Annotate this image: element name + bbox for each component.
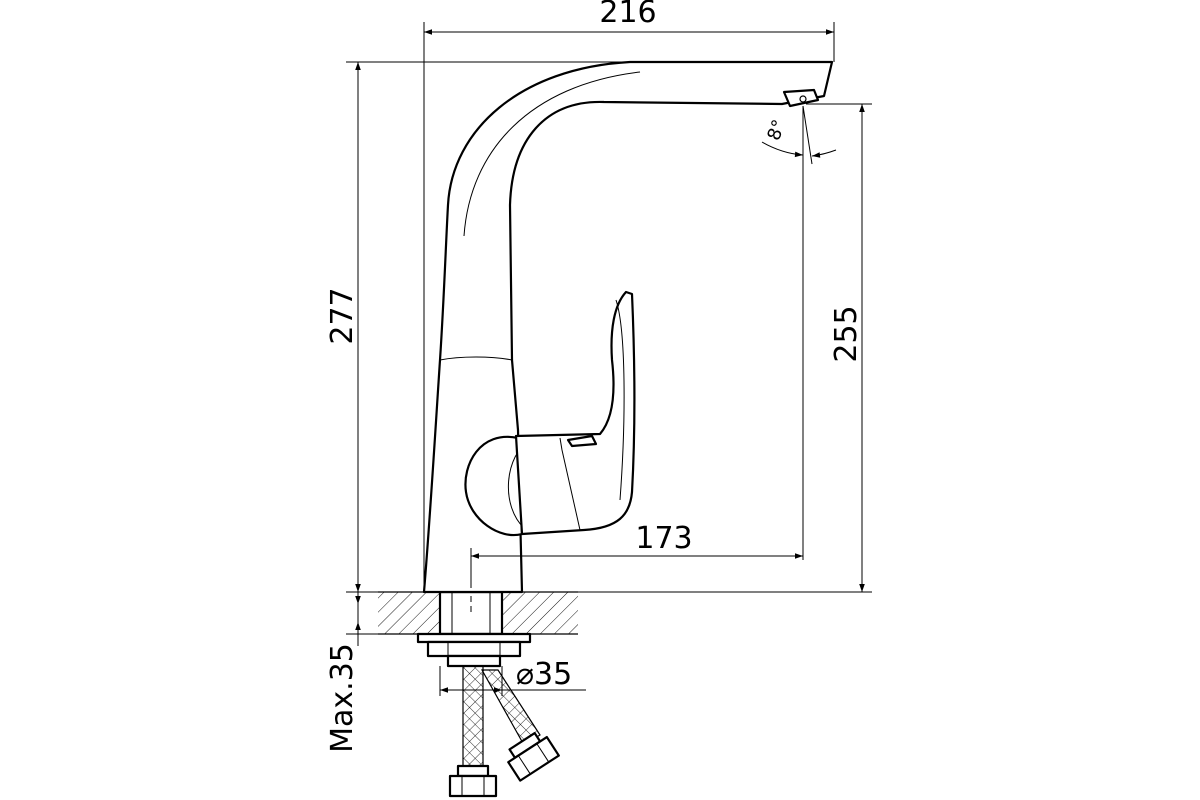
dimension-total-height: 277 xyxy=(325,61,632,593)
faucet-body xyxy=(422,60,834,594)
cartridge-housing xyxy=(464,435,531,537)
dimension-spout-height: 255 xyxy=(578,103,872,593)
dimension-label-8deg: 8° xyxy=(763,117,790,143)
dimension-label-dia35: ⌀35 xyxy=(516,657,572,692)
dimension-label-max35: Max.35 xyxy=(325,643,360,753)
dimension-spout-reach: 173 xyxy=(470,150,804,588)
dimension-label-173: 173 xyxy=(635,521,692,556)
countertop xyxy=(378,591,578,635)
dimension-hole-diameter: ⌀35 xyxy=(439,657,586,696)
supply-hose-straight xyxy=(448,665,498,798)
dimension-max-thickness: Max.35 xyxy=(325,580,378,753)
dimension-label-277: 277 xyxy=(325,287,360,344)
mounting-shank xyxy=(438,590,504,636)
mounting-nut xyxy=(416,632,532,668)
dimension-label-255: 255 xyxy=(829,305,864,362)
dimension-label-216: 216 xyxy=(599,0,656,30)
dimension-spray-angle: 8° xyxy=(761,105,837,166)
dimension-total-width: 216 xyxy=(423,0,835,592)
lever-handle xyxy=(514,290,636,536)
